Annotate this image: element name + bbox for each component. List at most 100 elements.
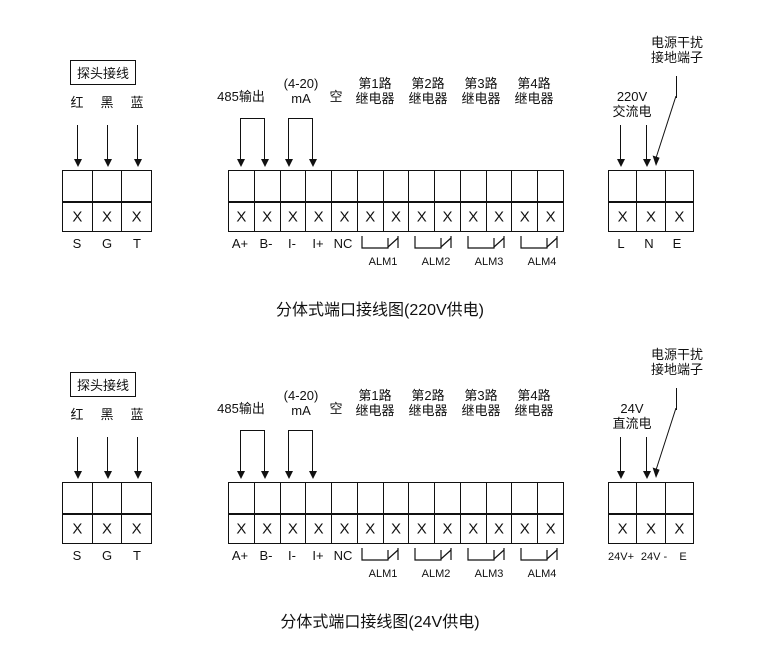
probe-terminal-label-t-220v: T xyxy=(133,236,141,251)
probe-wire-label-black-220v: 黑 xyxy=(100,95,114,110)
relay-label-alm4-24v: ALM4 xyxy=(527,568,557,580)
main-terminal-label-nc-24v: NC xyxy=(333,548,353,563)
probe-lower-cell: X xyxy=(63,203,93,231)
main-lower-cell: X xyxy=(409,515,436,543)
probe-wire-label-blue-220v: 蓝 xyxy=(130,95,144,110)
main-upper-cell xyxy=(435,171,461,201)
probe-upper-cell xyxy=(93,483,123,513)
terminal-x-mark: X xyxy=(365,520,376,538)
main-upper-cell xyxy=(281,171,307,201)
main-upper-cell xyxy=(461,483,487,513)
terminal-x-mark: X xyxy=(72,208,83,226)
power-lower-cell: X xyxy=(637,515,666,543)
power-arrow-24v-plus xyxy=(616,437,625,479)
probe-arrow-blue-24v xyxy=(133,437,142,479)
main-upper-cell xyxy=(384,483,410,513)
main-arrow-i-minus-220v xyxy=(284,118,293,167)
power-terminal-lower-220v: X X X xyxy=(608,202,694,232)
main-terminal-label-b-minus-220v: B- xyxy=(259,236,273,251)
terminal-x-mark: X xyxy=(313,520,324,538)
main-upper-cell xyxy=(409,483,436,513)
main-lower-cell: X xyxy=(306,515,333,543)
probe-lower-cell: X xyxy=(93,515,123,543)
main-upper-cell xyxy=(538,483,563,513)
main-group-label-relay2-24v: 第2路 继电器 xyxy=(408,388,448,418)
main-terminal-upper-24v xyxy=(228,482,564,514)
wiring-panel-220v: 探头接线 红 黑 蓝 X X X S G T 485输出 (4-20) mA 空… xyxy=(62,35,703,319)
relay-label-alm2-220v: ALM2 xyxy=(421,256,451,268)
main-arrow-i-plus-24v xyxy=(308,430,317,479)
main-arrow-i-plus-220v xyxy=(308,118,317,167)
relay-label-alm3-24v: ALM3 xyxy=(474,568,504,580)
power-arrow-l-220v xyxy=(616,125,625,167)
main-upper-cell xyxy=(229,483,255,513)
power-ground-lead-slant-24v xyxy=(652,408,677,478)
main-upper-cell xyxy=(435,483,461,513)
power-upper-cell xyxy=(637,483,666,513)
main-terminal-label-a-plus-24v: A+ xyxy=(231,548,249,563)
probe-terminal-upper-220v xyxy=(62,170,152,202)
terminal-x-mark: X xyxy=(365,208,376,226)
main-upper-cell xyxy=(306,171,333,201)
main-arrow-a-220v xyxy=(236,118,245,167)
wiring-panel-24v: 探头接线 红 黑 蓝 X X X S G T 485输出 (4-20) mA 空… xyxy=(0,330,760,658)
main-lower-cell: X xyxy=(229,203,255,231)
main-lower-cell: X xyxy=(255,203,281,231)
main-group-label-485-220v: 485输出 xyxy=(217,89,265,104)
main-bracket-485-24v xyxy=(240,430,264,431)
terminal-x-mark: X xyxy=(102,520,113,538)
main-arrow-b-24v xyxy=(260,430,269,479)
relay-contact-symbol-alm1-220v xyxy=(361,236,399,249)
probe-terminal-lower-24v: X X X xyxy=(62,514,152,544)
probe-lower-cell: X xyxy=(63,515,93,543)
main-lower-cell: X xyxy=(358,515,384,543)
terminal-x-mark: X xyxy=(545,520,556,538)
terminal-x-mark: X xyxy=(390,208,401,226)
probe-upper-cell xyxy=(63,483,93,513)
power-terminal-label-24v-minus: 24V - xyxy=(640,551,668,563)
main-bracket-420ma-24v xyxy=(288,430,312,431)
main-upper-cell xyxy=(332,483,358,513)
main-upper-cell xyxy=(255,171,281,201)
probe-terminal-label-s-220v: S xyxy=(72,236,82,251)
relay-contact-symbol-alm1-24v xyxy=(361,548,399,561)
power-arrow-24v-minus xyxy=(642,437,651,479)
power-ground-lead-slant-220v xyxy=(652,96,677,166)
main-terminal-label-i-plus-220v: I+ xyxy=(312,236,324,251)
main-lower-cell: X xyxy=(281,203,307,231)
main-upper-cell xyxy=(461,171,487,201)
terminal-x-mark: X xyxy=(131,208,142,226)
terminal-x-mark: X xyxy=(287,520,298,538)
terminal-x-mark: X xyxy=(468,208,479,226)
power-arrow-n-220v xyxy=(642,125,651,167)
main-lower-cell: X xyxy=(538,203,563,231)
power-terminal-upper-24v xyxy=(608,482,694,514)
terminal-x-mark: X xyxy=(617,208,628,226)
terminal-x-mark: X xyxy=(287,208,298,226)
main-group-label-relay4-220v: 第4路 继电器 xyxy=(514,76,554,106)
terminal-x-mark: X xyxy=(468,520,479,538)
main-group-label-485-24v: 485输出 xyxy=(217,401,265,416)
main-lower-cell: X xyxy=(435,203,461,231)
probe-upper-cell xyxy=(93,171,123,201)
main-lower-cell: X xyxy=(461,203,487,231)
main-upper-cell xyxy=(281,483,307,513)
terminal-x-mark: X xyxy=(545,208,556,226)
main-terminal-label-nc-220v: NC xyxy=(333,236,353,251)
probe-lower-cell: X xyxy=(122,515,151,543)
main-lower-cell: X xyxy=(461,515,487,543)
main-lower-cell: X xyxy=(306,203,333,231)
probe-lower-cell: X xyxy=(93,203,123,231)
probe-wire-label-black-24v: 黑 xyxy=(100,407,114,422)
probe-arrow-black-220v xyxy=(103,125,112,167)
probe-title-box-24v: 探头接线 xyxy=(70,372,137,397)
power-voltage-label-220v: 220V 交流电 xyxy=(612,89,652,119)
power-lower-cell: X xyxy=(609,515,638,543)
main-upper-cell xyxy=(229,171,255,201)
main-upper-cell xyxy=(358,483,384,513)
main-group-label-relay1-220v: 第1路 继电器 xyxy=(355,76,395,106)
power-terminal-lower-24v: X X X xyxy=(608,514,694,544)
main-group-label-relay3-220v: 第3路 继电器 xyxy=(461,76,501,106)
terminal-x-mark: X xyxy=(339,208,350,226)
main-lower-cell: X xyxy=(255,515,281,543)
